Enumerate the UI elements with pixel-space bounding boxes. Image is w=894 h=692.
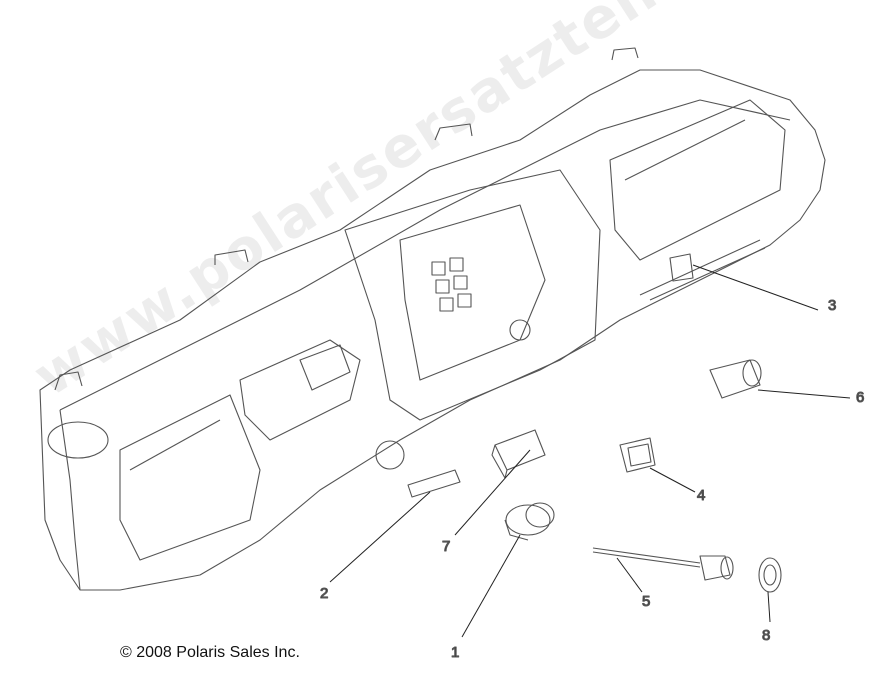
part-3-label [669,253,694,282]
callout-1: 1 [451,644,459,661]
callout-7: 7 [442,538,450,555]
dashboard-assembly [39,47,826,591]
part-6-tube [709,359,762,399]
callout-8: 8 [762,627,770,644]
part-5-power-outlet [592,547,734,581]
mounting-tab [214,249,249,265]
mounting-tab [434,123,473,141]
callout-3: 3 [828,297,836,314]
part-1-ignition-switch [504,502,555,541]
leader-lines [329,264,851,638]
switch-panel [431,257,472,312]
copyright-notice: © 2008 Polaris Sales Inc. [120,644,300,661]
part-8-nut [758,557,782,593]
callout-5: 5 [642,593,650,610]
mounting-tab [54,371,83,391]
callout-4: 4 [697,487,705,504]
part-4-rocker-switch [619,437,656,473]
center-console [344,169,601,421]
right-storage-compartment [609,99,786,261]
part-2-switch-plate [407,469,461,498]
mounting-tab [611,47,639,61]
left-storage-compartment [119,394,261,561]
callout-6: 6 [856,389,864,406]
callout-2: 2 [320,585,328,602]
part-7-switch [491,429,546,479]
